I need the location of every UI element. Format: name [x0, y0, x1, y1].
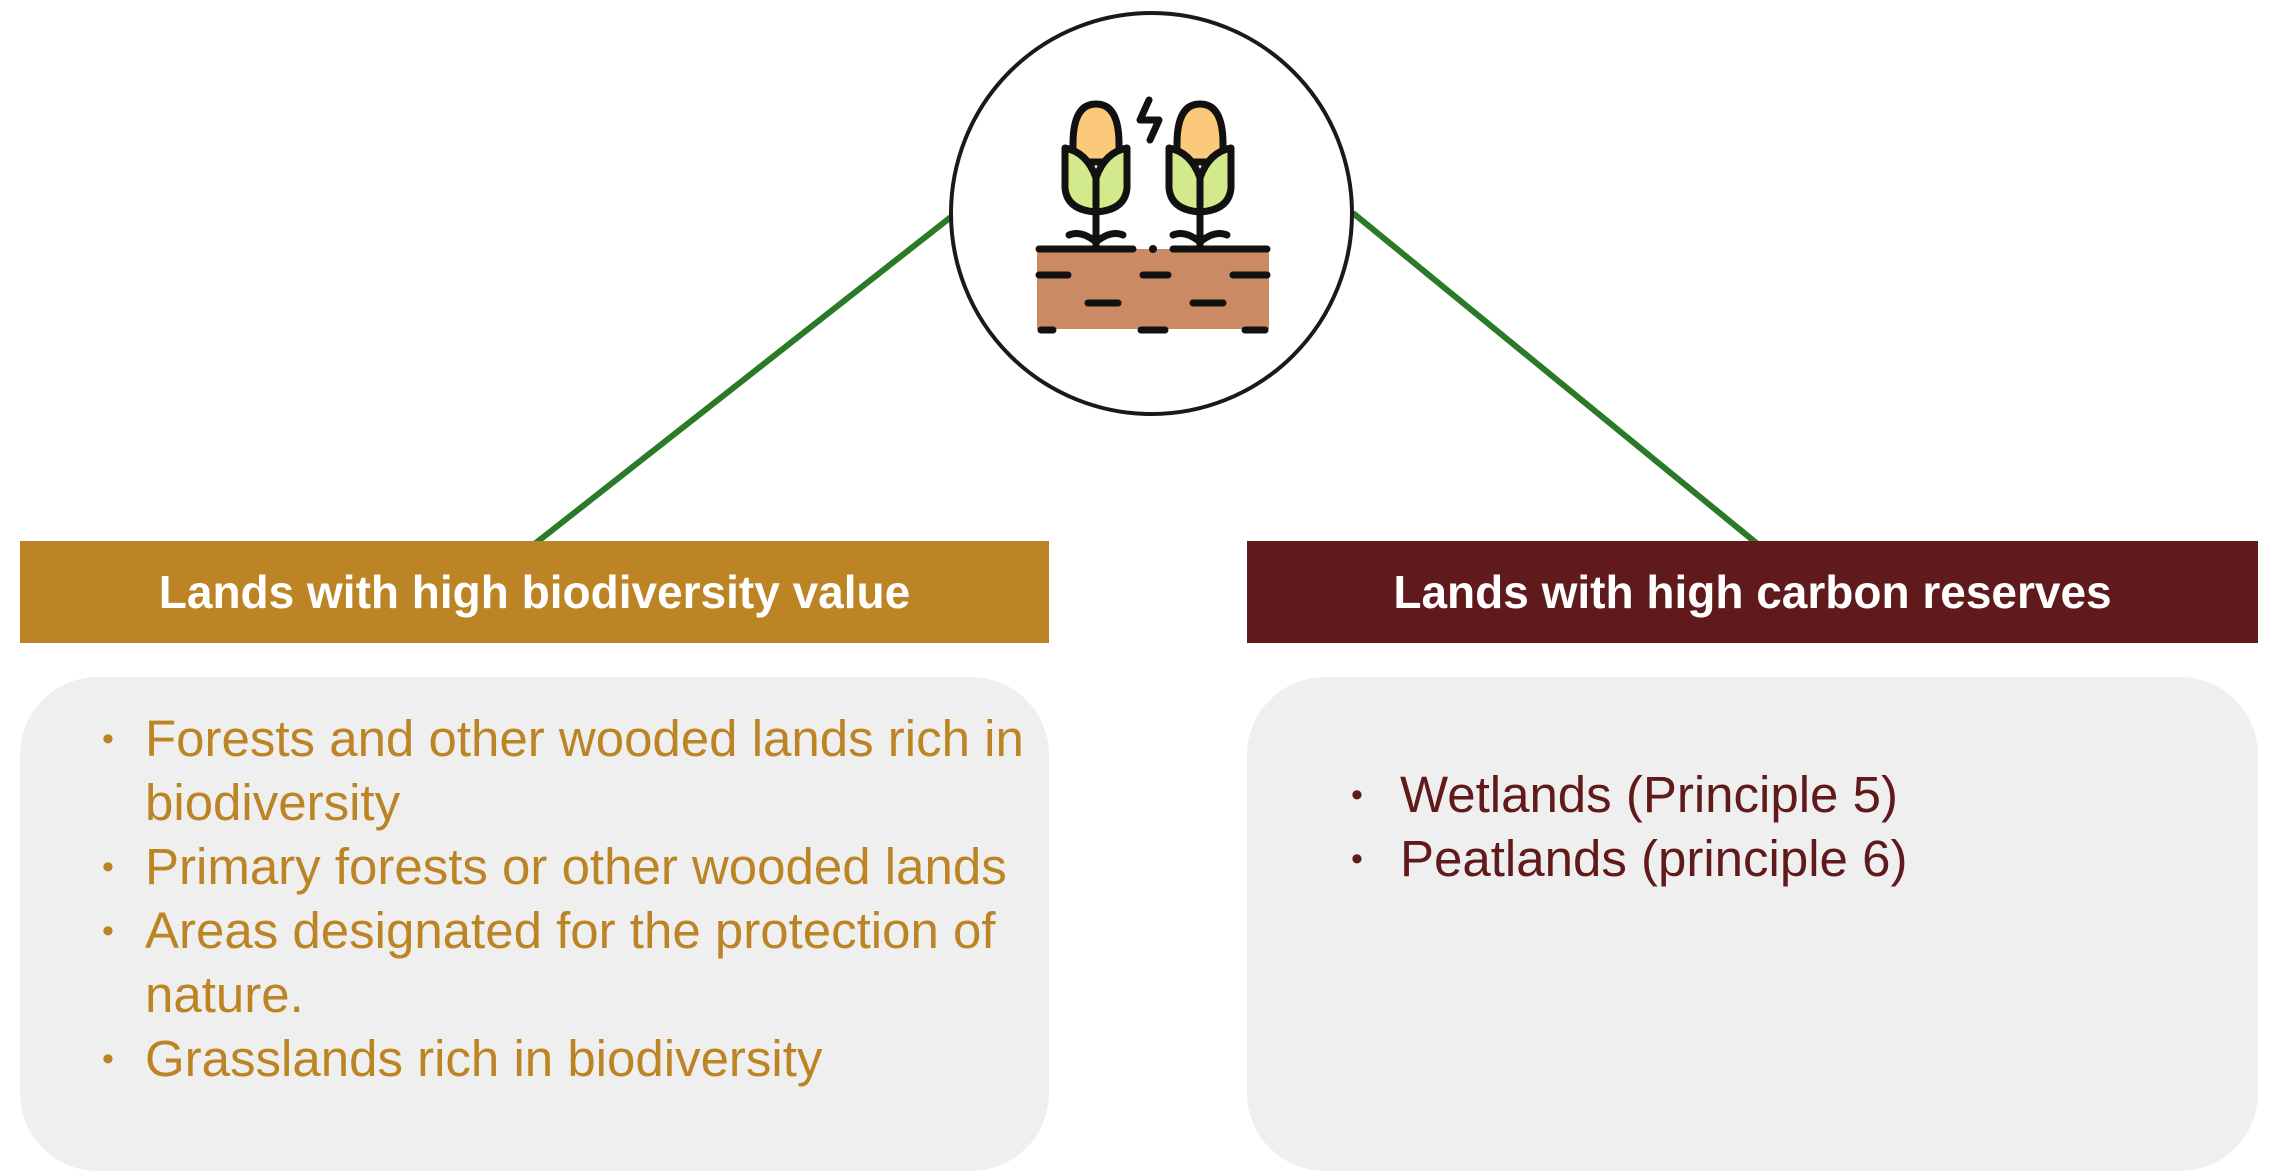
- list-item: • Areas designated for the protection of …: [100, 899, 1040, 1027]
- list-item: • Wetlands (Principle 5): [1351, 763, 2258, 827]
- biodiversity-header: Lands with high biodiversity value: [20, 541, 1049, 643]
- connector-left: [530, 210, 958, 549]
- list-item-text: Areas designated for the protection of n…: [145, 902, 996, 1023]
- bullet-icon: •: [102, 848, 114, 886]
- bullet-icon: •: [102, 720, 114, 758]
- list-item-text: Primary forests or other wooded lands: [145, 838, 1007, 895]
- list-item: • Grasslands rich in biodiversity: [100, 1027, 1040, 1091]
- list-item: • Primary forests or other wooded lands: [100, 835, 1040, 899]
- list-item-text: Peatlands (principle 6): [1400, 830, 1908, 887]
- list-item-text: Grasslands rich in biodiversity: [145, 1030, 823, 1087]
- bullet-icon: •: [102, 912, 114, 950]
- connector-right: [1351, 210, 1762, 549]
- icon-circle: [949, 11, 1354, 416]
- plants-in-soil-icon: [1035, 96, 1271, 334]
- biodiversity-list: • Forests and other wooded lands rich in …: [100, 707, 1040, 1091]
- list-item: • Peatlands (principle 6): [1351, 827, 2258, 891]
- bullet-icon: •: [1351, 840, 1363, 878]
- carbon-header: Lands with high carbon reserves: [1247, 541, 2258, 643]
- bullet-icon: •: [1351, 776, 1363, 814]
- biodiversity-box: • Forests and other wooded lands rich in …: [20, 677, 1049, 1171]
- biodiversity-title: Lands with high biodiversity value: [158, 566, 911, 618]
- list-item-text: Wetlands (Principle 5): [1400, 766, 1898, 823]
- carbon-title: Lands with high carbon reserves: [1393, 566, 2112, 618]
- list-item: • Forests and other wooded lands rich in …: [100, 707, 1040, 835]
- bullet-icon: •: [102, 1040, 114, 1078]
- carbon-box: • Wetlands (Principle 5) • Peatlands (prin…: [1247, 677, 2258, 1171]
- carbon-list: • Wetlands (Principle 5) • Peatlands (prin…: [1351, 763, 2258, 891]
- list-item-text: Forests and other wooded lands rich in b…: [145, 710, 1024, 831]
